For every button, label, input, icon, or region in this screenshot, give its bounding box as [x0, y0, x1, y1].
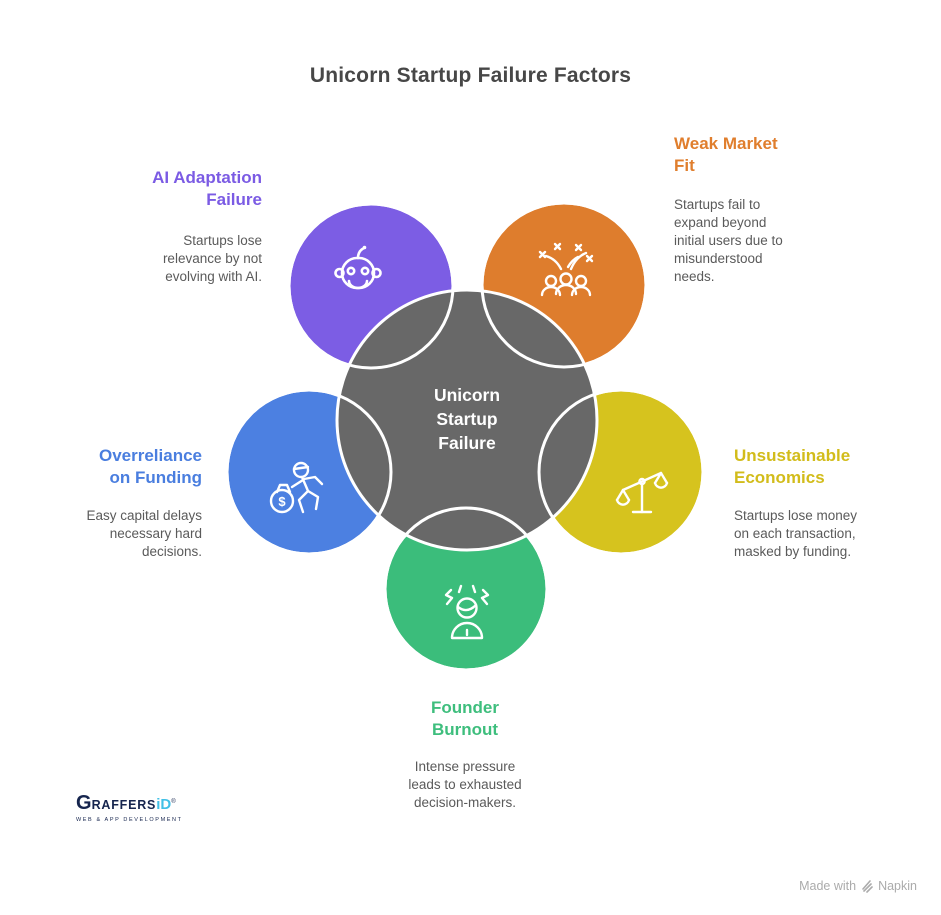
- logo-tagline: WEB & APP DEVELOPMENT: [76, 817, 183, 823]
- petal-outlines: [225, 201, 705, 672]
- credit-brand: Napkin: [878, 879, 917, 893]
- factor-unsustainable-economics: Unsustainable Economics Startups lose mo…: [734, 445, 884, 561]
- factor-overreliance-funding: Overreliance on Funding Easy capital del…: [58, 445, 202, 561]
- money-bag-runner-icon: $: [269, 461, 324, 514]
- factor-ai-adaptation: AI Adaptation Failure Startups lose rele…: [118, 167, 262, 286]
- factor-title: Unsustainable Economics: [734, 446, 851, 487]
- factor-title: Weak Market Fit: [674, 134, 778, 175]
- factor-description: Easy capital delays necessary hard decis…: [86, 508, 202, 559]
- factor-title: AI Adaptation Failure: [152, 168, 262, 209]
- unbalanced-scales-icon: [615, 471, 669, 514]
- factor-description: Startups lose relevance by not evolving …: [162, 233, 262, 284]
- svg-text:$: $: [278, 494, 286, 509]
- center-hub-label: Unicorn Startup Failure: [433, 385, 501, 453]
- factor-weak-market-fit: Weak Market Fit Startups fail to expand …: [674, 133, 804, 286]
- credit-prefix: Made with: [799, 879, 857, 893]
- factor-founder-burnout: Founder Burnout Intense pressure leads t…: [365, 697, 565, 812]
- factor-description: Startups fail to expand beyond initial u…: [674, 197, 783, 284]
- scattering-crowd-icon: [538, 242, 594, 297]
- registered-mark: ®: [171, 799, 176, 805]
- page-title: Unicorn Startup Failure Factors: [309, 64, 632, 87]
- logo-id-text: iD: [156, 796, 172, 813]
- logo-text: RAFFERS: [91, 798, 157, 812]
- robot-icon: [334, 245, 382, 290]
- center-hub-circle: [335, 288, 599, 552]
- factor-description: Intense pressure leads to exhausted deci…: [408, 759, 522, 810]
- factor-description: Startups lose money on each transaction,…: [734, 508, 858, 559]
- napkin-logo-icon: [862, 880, 873, 893]
- made-with-napkin-link[interactable]: Made with Napkin: [799, 879, 917, 893]
- logo-letter-g: G: [76, 792, 92, 814]
- stressed-person-icon: [444, 584, 490, 640]
- factor-title: Founder Burnout: [431, 698, 499, 739]
- factor-title: Overreliance on Funding: [98, 446, 202, 487]
